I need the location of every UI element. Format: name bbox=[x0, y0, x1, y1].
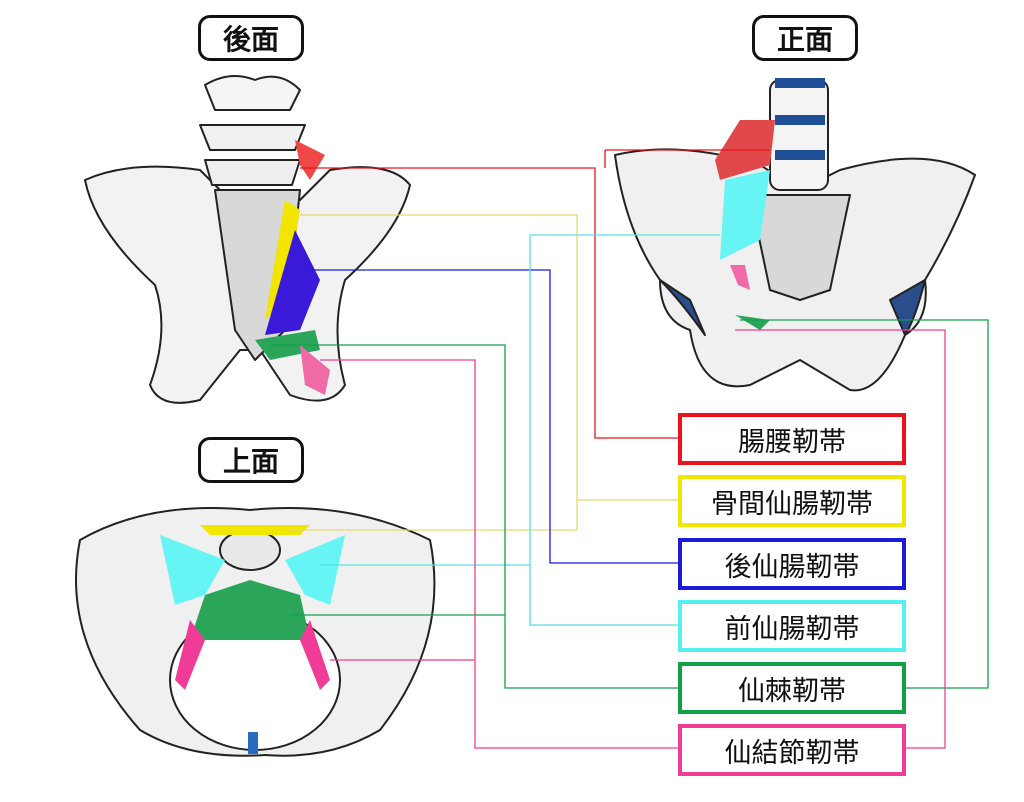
anterior-pelvis bbox=[614, 78, 976, 392]
leader-lines bbox=[270, 149, 989, 749]
label-anterior-sacroiliac-ligament: 前仙腸靭帯 bbox=[678, 600, 906, 652]
label-posterior-sacroiliac-ligament: 後仙腸靭帯 bbox=[678, 538, 906, 590]
superior-pelvis bbox=[75, 507, 436, 757]
label-sacrospinous-ligament: 仙棘靭帯 bbox=[678, 662, 906, 714]
posterior-view-title: 後面 bbox=[198, 15, 304, 61]
label-sacrotuberous-ligament: 仙結節靭帯 bbox=[678, 724, 906, 776]
label-interosseous-sacroiliac-ligament: 骨間仙腸靭帯 bbox=[678, 475, 906, 527]
label-iliolumbar-ligament: 腸腰靭帯 bbox=[678, 413, 906, 465]
superior-view-title: 上面 bbox=[198, 437, 304, 483]
anterior-view-title: 正面 bbox=[752, 15, 858, 61]
posterior-pelvis bbox=[84, 75, 411, 404]
